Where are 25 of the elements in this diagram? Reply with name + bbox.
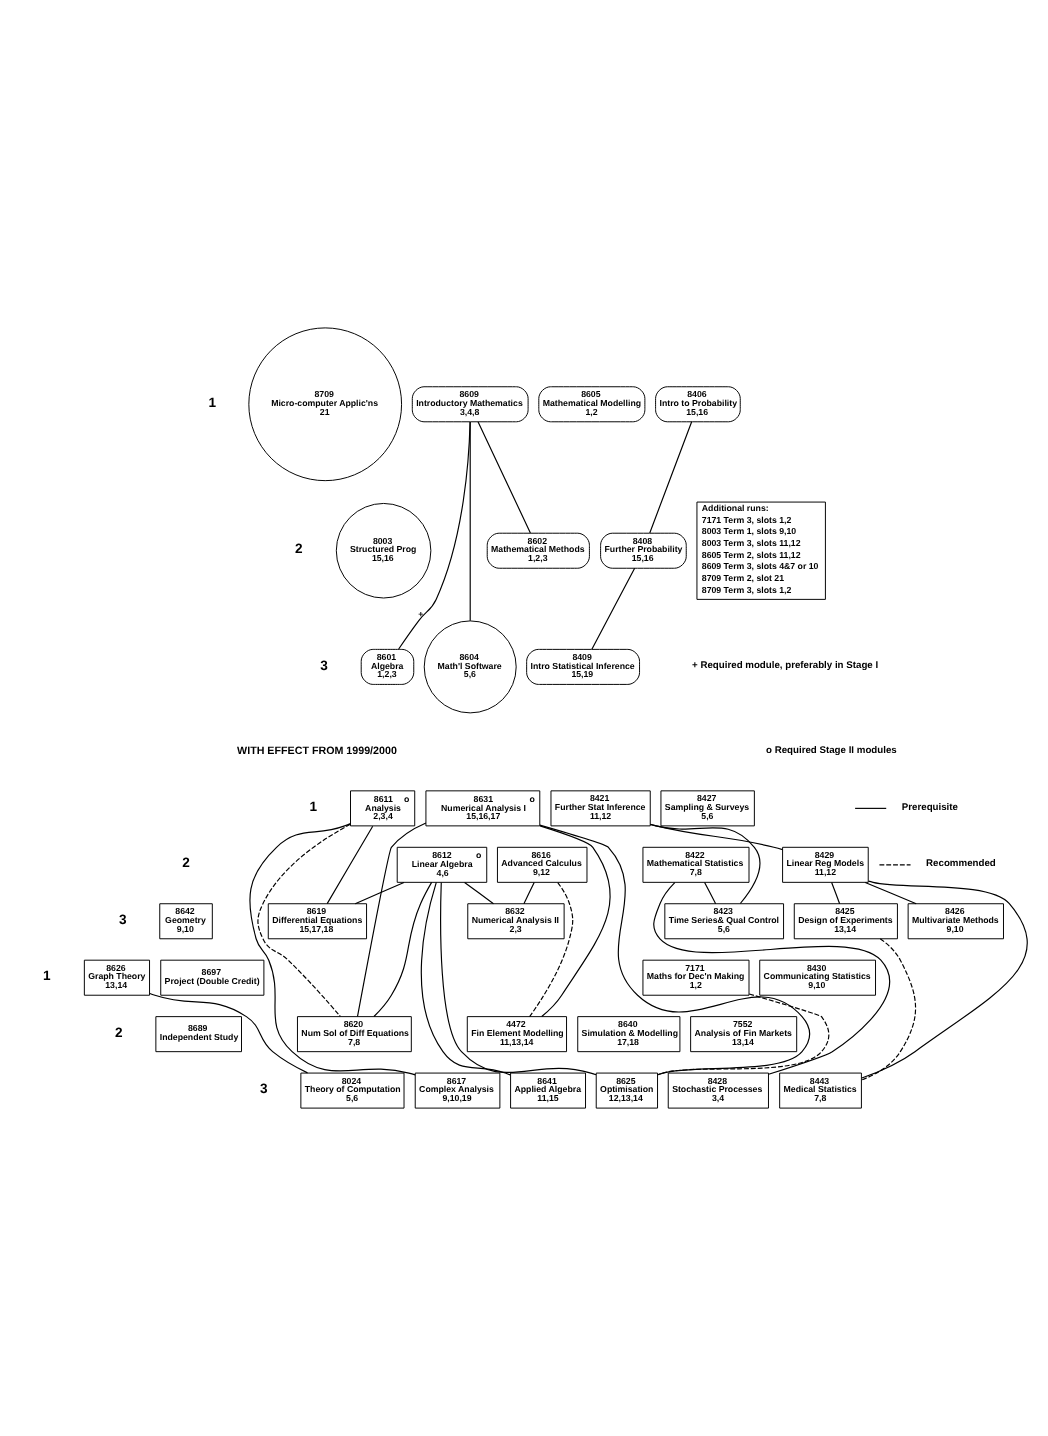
connector xyxy=(477,421,531,534)
connector xyxy=(356,822,427,1017)
connector xyxy=(464,881,495,905)
connector xyxy=(373,881,433,1018)
connector xyxy=(469,421,471,622)
connector xyxy=(523,881,535,905)
connector xyxy=(354,881,405,905)
connector xyxy=(831,881,841,905)
connector xyxy=(704,881,717,905)
connector xyxy=(653,882,891,1075)
connector xyxy=(539,824,811,1076)
connector xyxy=(257,823,351,1017)
connector xyxy=(591,567,636,650)
connector xyxy=(249,823,416,1076)
connector xyxy=(420,881,511,1076)
connector xyxy=(657,993,830,1076)
connector xyxy=(529,882,574,1018)
connector xyxy=(861,880,1028,1079)
connector xyxy=(864,881,917,905)
connector xyxy=(539,825,611,1018)
connector xyxy=(861,938,917,1081)
connector xyxy=(649,421,693,534)
connector xyxy=(398,421,471,650)
connector xyxy=(649,823,761,905)
connector xyxy=(326,825,374,905)
